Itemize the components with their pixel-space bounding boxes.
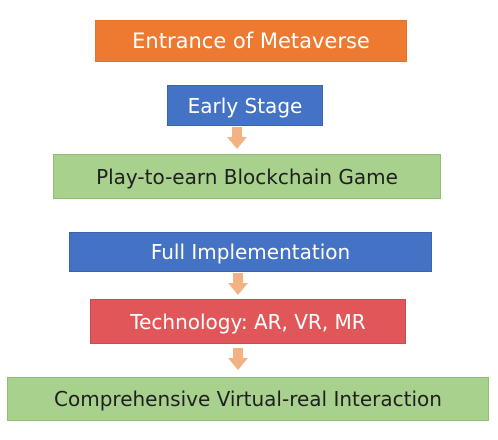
technology-label: Technology: AR, VR, MR xyxy=(130,309,366,334)
virtual-real-interaction-label: Comprehensive Virtual-real Interaction xyxy=(54,387,442,411)
early-stage-label: Early Stage xyxy=(187,93,303,118)
technology-box: Technology: AR, VR, MR xyxy=(90,299,406,344)
down-arrow-icon xyxy=(228,348,248,370)
early-stage-box: Early Stage xyxy=(167,85,323,126)
full-implementation-box: Full Implementation xyxy=(69,232,432,272)
entrance-of-metaverse-box: Entrance of Metaverse xyxy=(95,20,407,62)
entrance-of-metaverse-label: Entrance of Metaverse xyxy=(132,29,370,53)
play-to-earn-label: Play-to-earn Blockchain Game xyxy=(96,164,398,189)
play-to-earn-box: Play-to-earn Blockchain Game xyxy=(53,154,441,199)
down-arrow-icon xyxy=(228,273,248,295)
virtual-real-interaction-box: Comprehensive Virtual-real Interaction xyxy=(7,377,489,421)
full-implementation-label: Full Implementation xyxy=(150,240,351,264)
down-arrow-icon xyxy=(227,127,247,149)
